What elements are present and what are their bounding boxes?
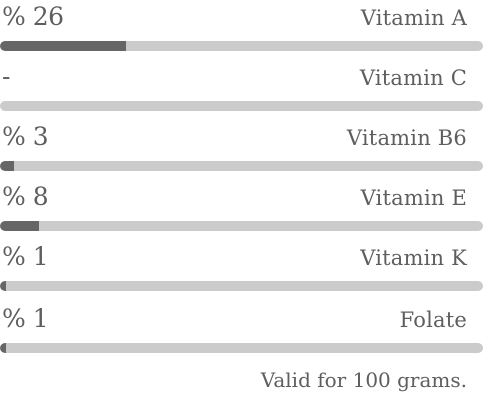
nutrient-progress-fill <box>0 161 15 171</box>
nutrient-name: Vitamin A <box>360 6 467 30</box>
nutrient-progress-fill <box>0 221 39 231</box>
nutrient-name: Vitamin K <box>360 246 467 270</box>
nutrient-name: Vitamin C <box>359 66 467 90</box>
nutrient-progress-fill <box>0 281 6 291</box>
nutrient-progress-bar <box>0 221 483 231</box>
nutrient-row-folate: % 1 Folate <box>0 302 483 364</box>
nutrient-percent: - <box>2 62 10 91</box>
serving-footnote: Valid for 100 grams. <box>260 368 467 392</box>
nutrient-progress-bar <box>0 343 483 353</box>
nutrient-row-vitamin-a: % 26 Vitamin A <box>0 0 483 62</box>
nutrient-progress-fill <box>0 41 126 51</box>
nutrient-name: Folate <box>399 308 467 332</box>
nutrient-progress-bar <box>0 281 483 291</box>
nutrient-progress-fill <box>0 343 6 353</box>
nutrient-percent: % 8 <box>2 182 49 211</box>
nutrient-name: Vitamin E <box>360 186 467 210</box>
nutrient-percent: % 1 <box>2 242 49 271</box>
nutrient-row-vitamin-b6: % 3 Vitamin B6 <box>0 120 483 182</box>
nutrient-name: Vitamin B6 <box>346 126 467 150</box>
nutrient-progress-bar <box>0 41 483 51</box>
nutrient-row-vitamin-c: - Vitamin C <box>0 60 483 122</box>
nutrient-percent: % 26 <box>2 2 64 31</box>
nutrient-progress-bar <box>0 161 483 171</box>
nutrient-row-vitamin-e: % 8 Vitamin E <box>0 180 483 242</box>
nutrient-percent: % 1 <box>2 304 49 333</box>
nutrient-row-vitamin-k: % 1 Vitamin K <box>0 240 483 302</box>
nutrient-progress-bar <box>0 101 483 111</box>
nutrient-percent: % 3 <box>2 122 49 151</box>
